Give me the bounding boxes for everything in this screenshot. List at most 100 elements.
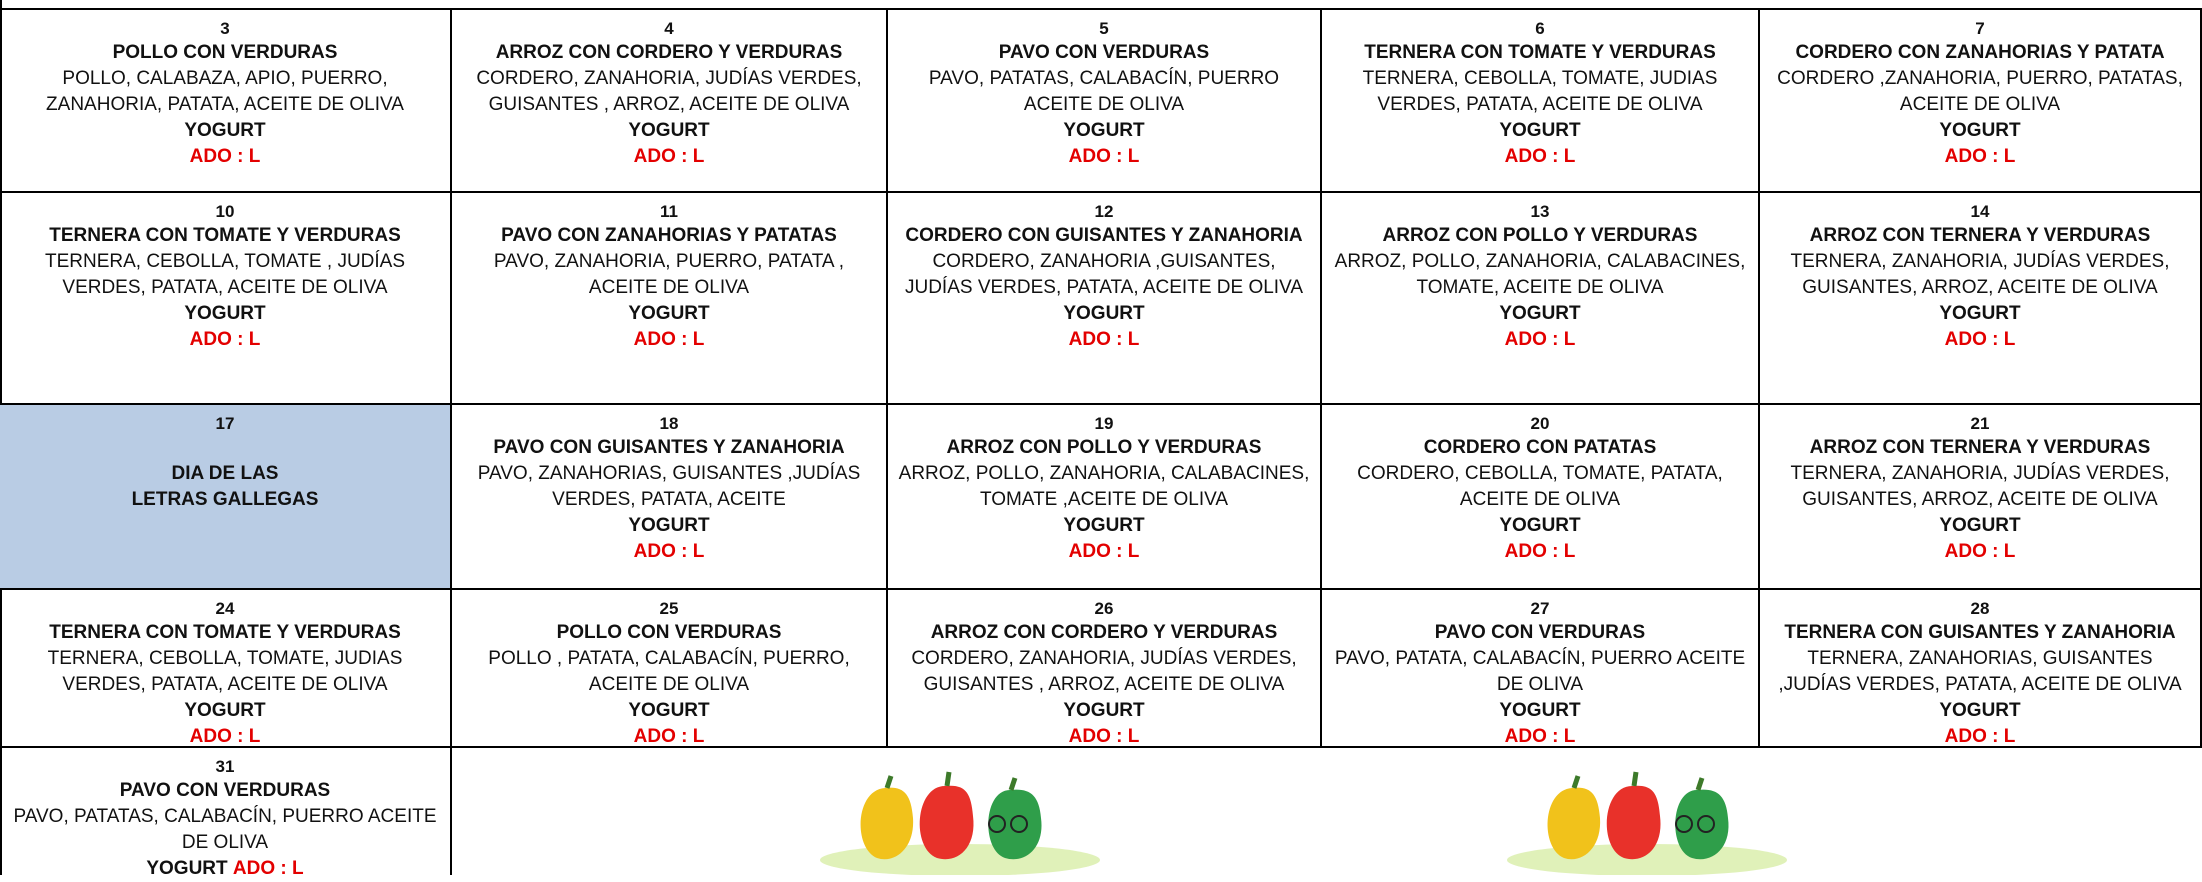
day-number: 17	[215, 414, 235, 433]
ado-label: ADO : L	[232, 858, 304, 879]
ado-label: ADO : L	[633, 146, 705, 167]
ingredients: TERNERA, CEBOLLA, TOMATE , JUDÍAS VERDES…	[44, 251, 406, 298]
day-number: 7	[1975, 19, 1985, 38]
dish-name: ARROZ CON POLLO Y VERDURAS	[1382, 225, 1698, 246]
day-number: 24	[215, 599, 235, 618]
yogurt-label: YOGURT	[184, 303, 266, 324]
ingredients: CORDERO, CEBOLLA, TOMATE, PATATA, ACEITE…	[1357, 463, 1723, 510]
dish-name: ARROZ CON TERNERA Y VERDURAS	[1809, 437, 2151, 458]
ado-label: ADO : L	[1504, 726, 1576, 747]
ado-label: ADO : L	[633, 726, 705, 747]
yogurt-label: YOGURT	[146, 858, 228, 879]
day-number: 10	[215, 202, 235, 221]
holiday-label: DIA DE LAS LETRAS GALLEGAS	[131, 463, 319, 510]
ado-label: ADO : L	[1068, 726, 1140, 747]
day-number: 5	[1099, 19, 1109, 38]
ado-label: ADO : L	[1944, 146, 2016, 167]
day-number: 25	[659, 599, 679, 618]
ado-label: ADO : L	[1504, 329, 1576, 350]
ado-label: ADO : L	[1944, 329, 2016, 350]
ado-label: ADO : L	[1068, 146, 1140, 167]
yogurt-label: YOGURT	[1063, 515, 1145, 536]
ado-label: ADO : L	[1068, 541, 1140, 562]
dish-name: CORDERO CON ZANAHORIAS Y PATATA	[1795, 42, 2165, 63]
dish-name: ARROZ CON POLLO Y VERDURAS	[946, 437, 1262, 458]
dish-name: CORDERO CON PATATAS	[1423, 437, 1657, 458]
peppers-icon	[1507, 771, 1787, 875]
ado-label: ADO : L	[189, 726, 261, 747]
ado-label: ADO : L	[1504, 541, 1576, 562]
ingredients: PAVO, PATATAS, CALABACÍN, PUERRO ACEITE …	[928, 68, 1280, 115]
ingredients: PAVO, ZANAHORIAS, GUISANTES ,JUDÍAS VERD…	[477, 463, 861, 510]
ingredients: ARROZ, POLLO, ZANAHORIA, CALABACINES, TO…	[1334, 251, 1746, 298]
dish-name: POLLO CON VERDURAS	[112, 42, 338, 63]
yogurt-label: YOGURT	[1939, 303, 2021, 324]
dish-name: POLLO CON VERDURAS	[556, 622, 782, 643]
dish-name: TERNERA CON TOMATE Y VERDURAS	[1364, 42, 1716, 63]
yogurt-label: YOGURT	[1499, 700, 1581, 721]
ado-label: ADO : L	[1944, 541, 2016, 562]
yogurt-label: YOGURT	[1499, 303, 1581, 324]
dish-name: PAVO CON GUISANTES Y ZANAHORIA	[493, 437, 845, 458]
ingredients: PAVO, PATATAS, CALABACÍN, PUERRO ACEITE …	[13, 806, 437, 853]
day-number: 11	[660, 202, 678, 221]
ingredients: CORDERO, ZANAHORIA ,GUISANTES, JUDÍAS VE…	[904, 251, 1304, 298]
ingredients: CORDERO ,ZANAHORIA, PUERRO, PATATAS, ACE…	[1777, 68, 2183, 115]
ado-label: ADO : L	[1504, 146, 1576, 167]
dish-name: PAVO CON VERDURAS	[998, 42, 1210, 63]
ado-label: ADO : L	[189, 329, 261, 350]
yogurt-label: YOGURT	[1939, 120, 2021, 141]
yogurt-label: YOGURT	[628, 303, 710, 324]
ado-label: ADO : L	[1068, 329, 1140, 350]
ingredients: TERNERA, CEBOLLA, TOMATE, JUDIAS VERDES,…	[1362, 68, 1718, 115]
dish-name: TERNERA CON TOMATE Y VERDURAS	[49, 225, 401, 246]
yogurt-label: YOGURT	[1063, 303, 1145, 324]
day-number: 3	[220, 19, 230, 38]
day-number: 4	[664, 19, 674, 38]
day-number: 21	[1970, 414, 1990, 433]
ingredients: PAVO, ZANAHORIA, PUERRO, PATATA , ACEITE…	[493, 251, 845, 298]
dish-name: ARROZ CON CORDERO Y VERDURAS	[930, 622, 1278, 643]
dish-name: PAVO CON VERDURAS	[1434, 622, 1646, 643]
yogurt-label: YOGURT	[1063, 700, 1145, 721]
ingredients: TERNERA, ZANAHORIA, JUDÍAS VERDES, GUISA…	[1790, 251, 2170, 298]
yogurt-label: YOGURT	[628, 515, 710, 536]
yogurt-label: YOGURT	[628, 700, 710, 721]
day-number: 20	[1530, 414, 1550, 433]
ingredients: POLLO , PATATA, CALABACÍN, PUERRO, ACEIT…	[488, 648, 850, 695]
day-number: 28	[1970, 599, 1990, 618]
dish-name: ARROZ CON TERNERA Y VERDURAS	[1809, 225, 2151, 246]
ingredients: PAVO, PATATA, CALABACÍN, PUERRO ACEITE D…	[1334, 648, 1746, 695]
yogurt-label: YOGURT	[1939, 515, 2021, 536]
day-number: 26	[1094, 599, 1114, 618]
peppers-icon	[820, 771, 1100, 875]
day-number: 14	[1970, 202, 1990, 221]
ingredients: TERNERA, ZANAHORIAS, GUISANTES ,JUDÍAS V…	[1778, 648, 2182, 695]
yogurt-label: YOGURT	[184, 120, 266, 141]
ado-label: ADO : L	[1944, 726, 2016, 747]
ingredients: POLLO, CALABAZA, APIO, PUERRO, ZANAHORIA…	[46, 68, 404, 115]
day-number: 6	[1535, 19, 1545, 38]
ingredients: CORDERO, ZANAHORIA, JUDÍAS VERDES, GUISA…	[476, 68, 862, 115]
ingredients: ARROZ, POLLO, ZANAHORIA, CALABACINES, TO…	[898, 463, 1310, 510]
yogurt-label: YOGURT	[1939, 700, 2021, 721]
ado-label: ADO : L	[633, 541, 705, 562]
ingredients: TERNERA, ZANAHORIA, JUDÍAS VERDES, GUISA…	[1790, 463, 2170, 510]
